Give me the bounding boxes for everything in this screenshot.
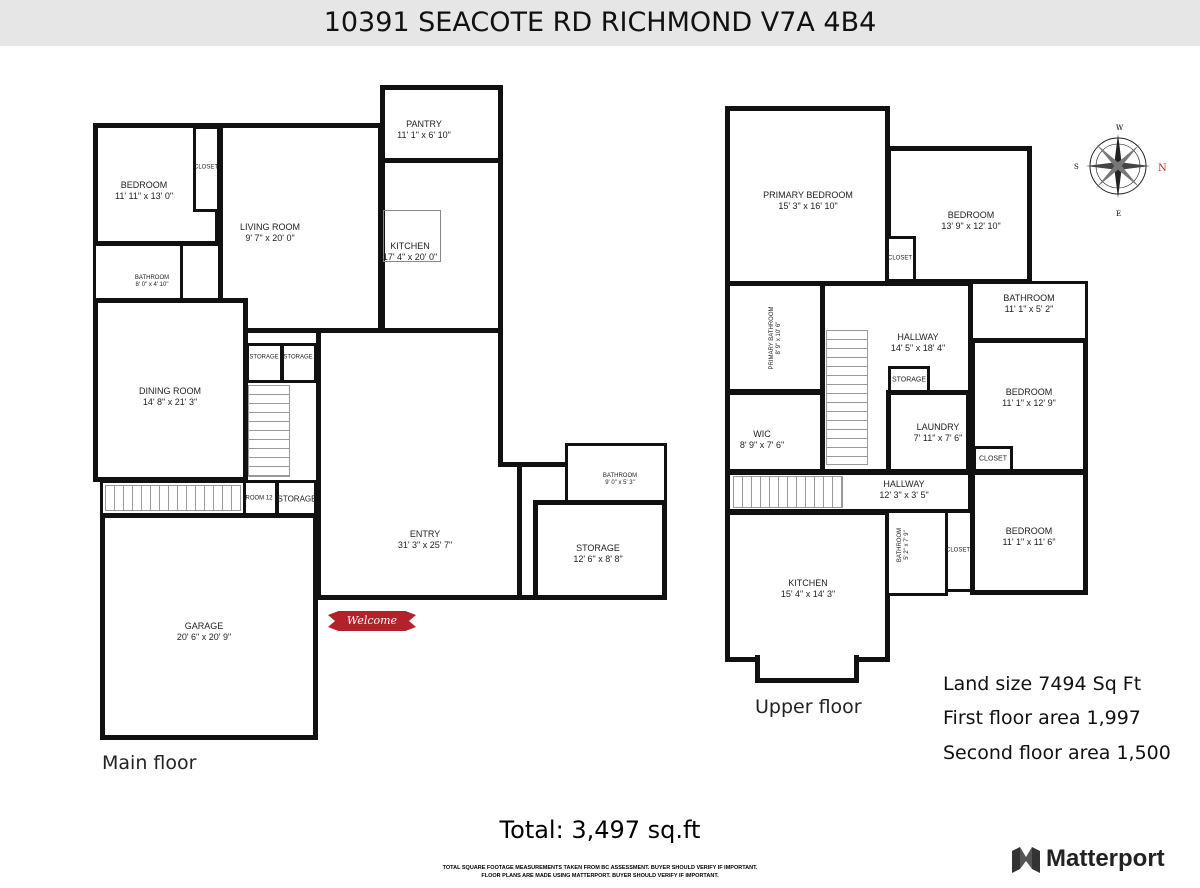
dining-wall (93, 298, 248, 482)
bedroom-wall (970, 338, 1088, 474)
matterport-brand: Matterport (1046, 845, 1165, 872)
total-area: Total: 3,497 sq.ft (499, 816, 701, 844)
south-wall (316, 595, 667, 600)
entry-wall (316, 325, 522, 600)
garage-wall (100, 513, 318, 740)
compass-rose-icon: W E S N (1074, 124, 1167, 218)
compass-w: W (1116, 124, 1124, 132)
laundry-wall (886, 390, 971, 474)
entry-notch (498, 325, 568, 465)
room-label: STORAGE (891, 376, 927, 384)
compass-s: S (1074, 163, 1079, 171)
room-label: CLOSET (887, 255, 913, 262)
entry-east-wall (498, 462, 568, 467)
disclaimer-line: TOTAL SQUARE FOOTAGE MEASUREMENTS TAKEN … (442, 865, 758, 871)
welcome-mat: Welcome (328, 611, 416, 631)
upper-floor-caption: Upper floor (755, 696, 862, 718)
disclaimer: TOTAL SQUARE FOOTAGE MEASUREMENTS TAKEN … (0, 864, 1200, 880)
entry-east-wall (498, 325, 506, 467)
first-floor-area: First floor area 1,997 (943, 707, 1141, 729)
stairs (248, 385, 290, 477)
closet-wall (886, 236, 916, 282)
bay-window (755, 655, 859, 683)
disclaimer-line: FLOOR PLANS ARE MADE USING MATTERPORT. B… (481, 873, 719, 879)
stairs (733, 476, 843, 508)
room-label: CLOSET (945, 547, 971, 554)
pantry-wall (380, 85, 503, 163)
stairs (105, 485, 241, 511)
storage-wall (246, 343, 283, 383)
bedroom-wall (970, 470, 1088, 595)
room-label: STORAGE (283, 354, 313, 361)
room-label: STORAGE (277, 494, 317, 504)
storage-wall (533, 500, 667, 600)
land-size: Land size 7494 Sq Ft (943, 673, 1142, 695)
compass-e: E (1116, 210, 1121, 218)
room-label: ROOM 12 (245, 495, 273, 502)
page-title: 10391 SEACOTE RD RICHMOND V7A 4B4 (0, 0, 1200, 46)
closet-wall (193, 126, 220, 212)
kitchen-island (383, 210, 441, 262)
storage-wall (281, 343, 317, 383)
compass-n: N (1158, 163, 1167, 174)
matterport-logo-icon (1012, 847, 1040, 873)
main-floor-caption: Main floor (102, 752, 197, 774)
bathroom-wall (565, 443, 667, 505)
kitchen-wall (725, 510, 890, 662)
room-label: CLOSET (978, 455, 1008, 463)
bathroom-wall (93, 243, 183, 301)
kitchen-wall (380, 158, 503, 333)
bathroom-wall (886, 510, 948, 596)
room-label: CLOSET (193, 164, 219, 171)
room-label: STORAGE (249, 354, 279, 361)
stairs (826, 330, 868, 465)
second-floor-area: Second floor area 1,500 (943, 742, 1171, 764)
